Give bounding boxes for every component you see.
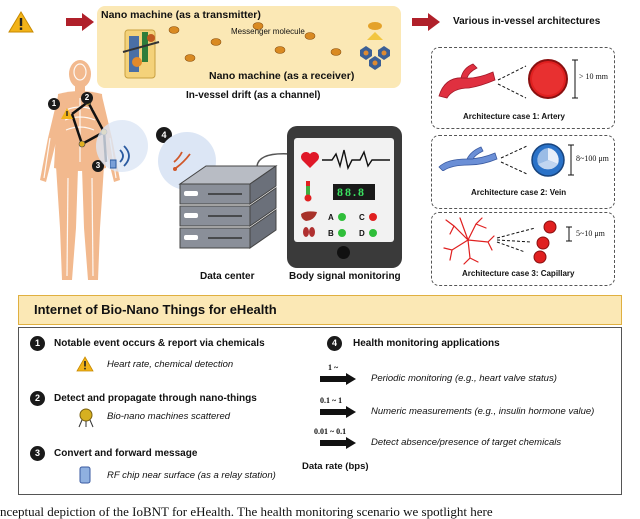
artery-cross-section-icon	[528, 59, 568, 99]
iobnt-title: Internet of Bio-Nano Things for eHealth	[34, 302, 277, 317]
warning-icon	[8, 11, 34, 33]
kidney-icon	[303, 227, 315, 237]
monitor-readout: 88.8	[337, 185, 366, 199]
rf-chip-icon	[79, 466, 91, 484]
channel-label: In-vessel drift (as a channel)	[186, 90, 321, 101]
step-2-title: Detect and propagate through nano-things	[54, 393, 257, 404]
app-1-rate: 1 ~	[328, 363, 339, 372]
panel-step-badge-4: 4	[327, 336, 342, 351]
vein-vessel-icon	[438, 146, 498, 171]
server-stack-icon	[178, 165, 278, 249]
transmitter-label: Nano machine (as a transmitter)	[101, 9, 261, 21]
step-3-detail: RF chip near surface (as a relay station…	[107, 470, 276, 481]
app-2-label: Numeric measurements (e.g., insulin horm…	[371, 406, 595, 417]
transmitter-machine-icon	[122, 29, 160, 79]
figure-caption: nceptual depiction of the IoBNT for eHea…	[0, 504, 493, 519]
heartbeat-line	[322, 149, 390, 171]
capillary-size: 5~10 μm	[576, 229, 605, 238]
step-1-title: Notable event occurs & report via chemic…	[54, 338, 265, 349]
artery-size: > 10 mm	[579, 72, 608, 81]
vein-size-bracket	[568, 144, 574, 176]
heart-icon	[301, 152, 319, 168]
step-badge-3: 3	[92, 160, 104, 172]
body-monitor-label: Body signal monitoring	[289, 271, 401, 282]
data-center-label: Data center	[200, 271, 255, 282]
capillary-network-icon	[443, 217, 495, 265]
body-signal-glow	[96, 120, 148, 172]
connection-cable	[256, 153, 292, 167]
wireless-signal-icon	[110, 145, 130, 169]
vein-size: 8~100 μm	[576, 154, 609, 163]
receiver-label: Nano machine (as a receiver)	[209, 70, 355, 82]
capillary-cells-icon	[533, 220, 557, 264]
app-2-arrow	[320, 406, 356, 418]
liver-icon	[301, 211, 317, 221]
capillary-zoom-arrows	[496, 227, 536, 253]
step-badge-1: 1	[48, 98, 60, 110]
body-warning-icon	[61, 108, 73, 119]
app-3-label: Detect absence/presence of target chemic…	[371, 437, 562, 448]
messenger-molecules-icon	[168, 22, 342, 62]
artery-size-bracket	[572, 59, 578, 99]
capillary-caption: Architecture case 3: Capillary	[462, 269, 575, 278]
vein-caption: Architecture case 2: Vein	[471, 188, 567, 197]
status-indicators: A C B D	[328, 213, 377, 238]
iobnt-content-box	[18, 327, 622, 495]
artery-zoom-arrows	[497, 65, 527, 99]
architecture-vein-box	[431, 135, 615, 209]
architectures-title: Various in-vessel architectures	[453, 16, 601, 27]
artery-vessel-icon	[438, 63, 496, 99]
bio-nano-machine-icon	[78, 408, 94, 428]
artery-caption: Architecture case 1: Artery	[463, 112, 565, 121]
app-3-arrow	[320, 437, 356, 449]
vein-zoom-arrows	[500, 145, 528, 175]
apps-title: Health monitoring applications	[353, 338, 500, 349]
svg-text:D: D	[359, 229, 365, 238]
svg-text:C: C	[359, 213, 365, 222]
step-1-warning-icon	[76, 356, 94, 372]
step-2-detail: Bio-nano machines scattered	[107, 411, 231, 422]
step-1-detail: Heart rate, chemical detection	[107, 359, 234, 370]
monitor-readout-box	[333, 184, 375, 200]
panel-step-badge-1: 1	[30, 336, 45, 351]
flow-arrow	[66, 13, 94, 31]
capillary-size-bracket	[566, 226, 572, 242]
data-rate-label: Data rate (bps)	[302, 461, 369, 472]
app-1-label: Periodic monitoring (e.g., heart valve s…	[371, 373, 557, 384]
app-3-rate: 0.01 ~ 0.1	[314, 427, 347, 436]
panel-step-badge-2: 2	[30, 391, 45, 406]
monitor-home-button	[337, 246, 350, 259]
step-badge-2: 2	[81, 92, 93, 104]
svg-text:A: A	[328, 213, 334, 222]
app-2-rate: 0.1 ~ 1	[320, 396, 343, 405]
data-center-signal-icon	[173, 151, 191, 171]
receiver-machine-icon	[360, 22, 390, 70]
architecture-arrow	[412, 13, 440, 31]
messenger-label: Messenger molecule	[231, 27, 305, 36]
step-3-title: Convert and forward message	[54, 448, 198, 459]
iobnt-title-bar	[18, 295, 622, 325]
panel-step-badge-3: 3	[30, 446, 45, 461]
vein-cross-section-icon	[531, 143, 565, 177]
app-1-arrow	[320, 373, 356, 385]
thermometer-icon	[304, 181, 312, 202]
svg-text:B: B	[328, 229, 334, 238]
